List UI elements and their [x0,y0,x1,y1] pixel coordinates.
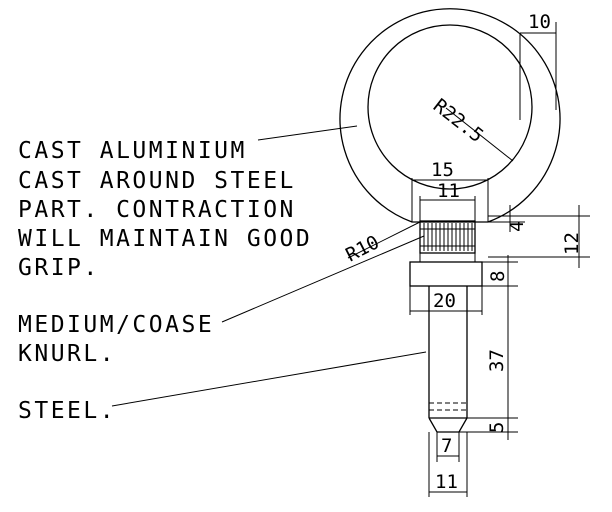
dim-knurl-width-label: 11 [437,180,460,202]
note-aluminium-line: GRIP. [18,255,100,281]
dim-boss-height [488,205,590,268]
note-steel-line: STEEL. [18,398,116,424]
dim-tip-width [436,432,460,462]
dim-boss-height-label: 12 [561,232,583,255]
dim-collar-width-label: 15 [431,159,454,181]
dim-ring-radius-label: R22.5 [429,95,488,148]
note-aluminium-line: CAST ALUMINIUM [18,138,247,164]
dim-shank-length [467,294,518,419]
dim-tip-length-label: 5 [486,422,508,433]
dim-knurl-width [419,196,476,221]
note-aluminium-line: CAST AROUND STEEL [18,168,296,194]
dim-top-width-label: 10 [528,11,551,33]
eye-ring-outer [339,8,561,223]
eye-ring-inner [367,24,533,190]
leader-aluminium [257,125,358,141]
note-aluminium: CAST ALUMINIUM CAST AROUND STEEL PART. C… [18,138,312,281]
dim-collar-width [411,178,489,222]
note-knurl-line: KNURL. [18,341,116,367]
dim-tip-length [459,412,518,440]
knurl-pattern [423,223,473,251]
note-knurl: MEDIUM/COASE KNURL. [18,312,214,367]
dim-fillet-radius-leader [347,221,421,259]
dim-flange-height [482,255,518,294]
leader-knurl [221,235,425,323]
dim-flange-width-label: 20 [433,290,456,312]
note-knurl-line: MEDIUM/COASE [18,312,214,338]
dim-knurl-height-label: 4 [506,221,528,232]
dim-top-width [519,22,557,120]
dim-ring-radius-leader [445,107,514,162]
dim-flange-width [409,286,483,315]
dim-shank-length-label: 37 [486,349,508,372]
chamfer-tip [428,417,468,433]
dim-shank-width-label: 11 [435,471,458,493]
note-aluminium-line: PART. CONTRACTION [18,197,296,223]
flange [409,261,483,287]
knurl-collar [419,220,476,254]
note-steel: STEEL. [18,398,116,424]
dim-flange-height-label: 8 [487,271,509,282]
dim-shank-width [428,432,468,497]
dim-fillet-radius-label: R10 [342,231,383,266]
note-aluminium-line: WILL MAINTAIN GOOD [18,226,312,252]
leader-steel [111,351,427,407]
dim-tip-width-label: 7 [441,435,452,457]
